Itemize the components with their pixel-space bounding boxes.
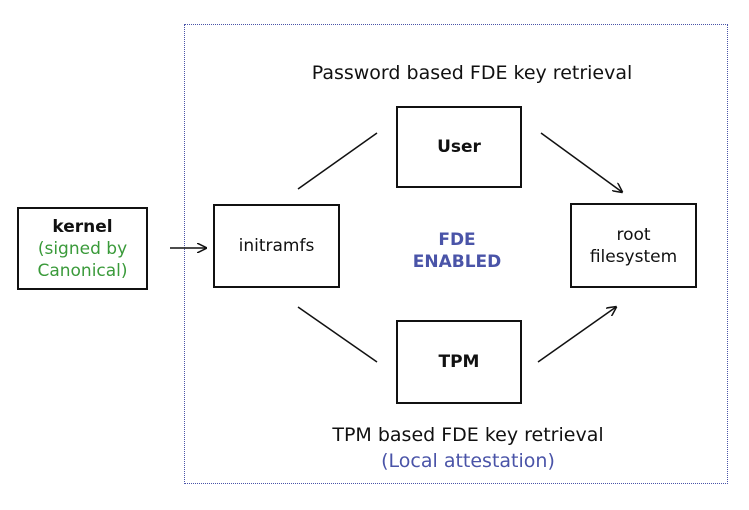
- fde-enabled-label: FDE ENABLED: [400, 229, 514, 273]
- kernel-note-line1: (signed by: [37, 238, 128, 259]
- tpm-label: TPM: [438, 352, 480, 372]
- rootfs-line1: root: [616, 224, 651, 245]
- rootfs-line2: filesystem: [589, 246, 678, 267]
- fde-boundary: [184, 24, 728, 484]
- user-to-rootfs-arrow: [540, 132, 622, 192]
- tpm-caption: TPM based FDE key retrieval: [332, 424, 604, 446]
- rootfs-box: root filesystem: [570, 203, 697, 288]
- initramfs-label: initramfs: [238, 236, 315, 256]
- initramfs-to-user-line: [297, 132, 378, 190]
- fde-enabled-line2: ENABLED: [412, 252, 502, 272]
- tpm-box: TPM: [396, 320, 522, 404]
- kernel-note-line2: Canonical): [37, 260, 128, 281]
- tpm-to-rootfs-arrow: [537, 307, 616, 363]
- user-box: User: [396, 106, 522, 188]
- fde-enabled-line1: FDE: [438, 230, 476, 250]
- user-label: User: [437, 137, 481, 157]
- initramfs-to-tpm-line: [297, 306, 378, 363]
- kernel-box: kernel (signed by Canonical): [17, 207, 148, 290]
- password-caption: Password based FDE key retrieval: [311, 62, 633, 84]
- tpm-subcaption: (Local attestation): [381, 450, 555, 472]
- initramfs-box: initramfs: [213, 204, 340, 288]
- kernel-title: kernel: [52, 216, 113, 237]
